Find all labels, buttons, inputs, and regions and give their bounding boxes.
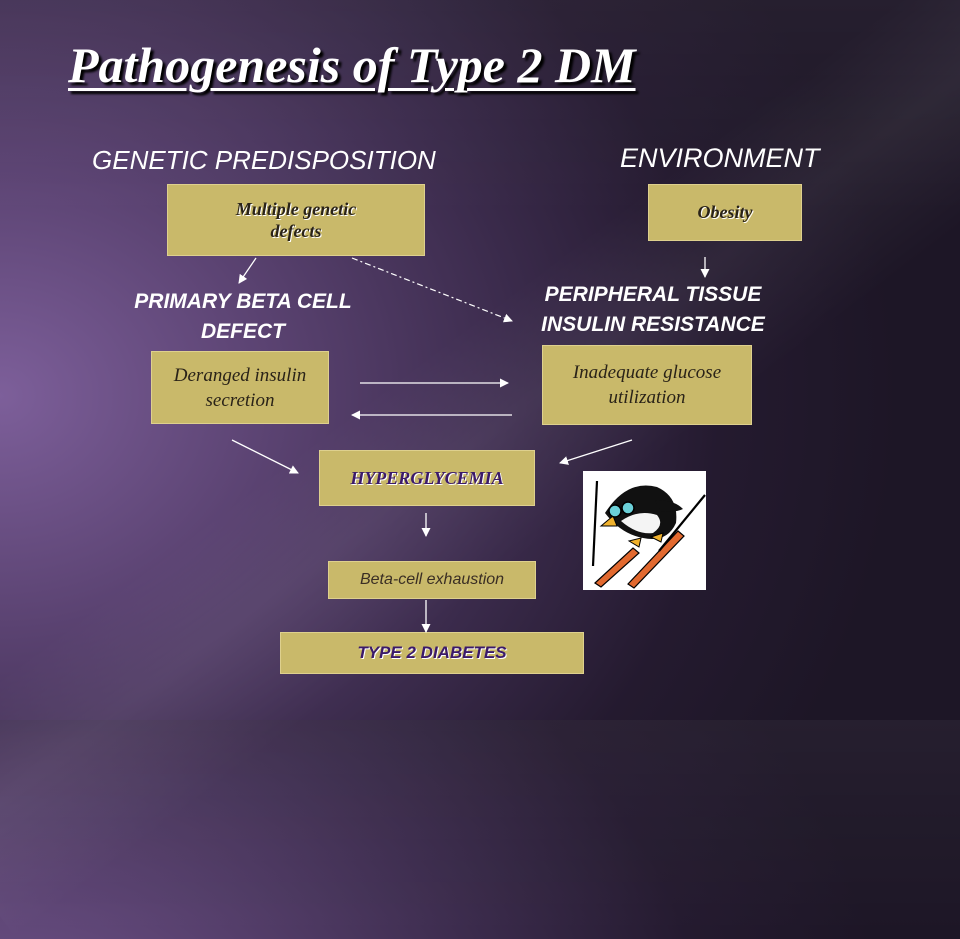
peripheral-heading-line2: INSULIN RESISTANCE <box>541 313 765 336</box>
genetic-defects-box: Multiple genetic defects <box>167 184 425 256</box>
beta-cell-exhaustion-box: Beta-cell exhaustion <box>328 561 536 599</box>
primary-beta-cell-defect-heading: PRIMARY BETA CELL DEFECT <box>88 287 398 347</box>
obesity-box: Obesity <box>648 184 802 241</box>
genetic-predisposition-heading: GENETIC PREDISPOSITION <box>92 145 436 175</box>
arrow-genetic-to-primary <box>238 257 257 284</box>
type2-label: TYPE 2 DIABETES <box>357 643 507 662</box>
peripheral-heading-line1: PERIPHERAL TISSUE <box>544 283 762 306</box>
deranged-line1: Deranged insulin <box>173 364 307 386</box>
genetic-defects-line1: Multiple genetic <box>235 199 357 219</box>
environment-heading: ENVIRONMENT <box>620 143 820 173</box>
arrow-inadequate-to-hyperglycemia <box>559 439 633 465</box>
peripheral-insulin-resistance-heading: PERIPHERAL TISSUE INSULIN RESISTANCE <box>508 280 798 340</box>
arrow-deranged-to-hyperglycemia <box>231 439 299 474</box>
flow-arrows <box>231 257 710 633</box>
arrow-genetic-to-peripheral <box>351 257 513 323</box>
hyperglycemia-label: HYPERGLYCEMIA <box>350 467 504 488</box>
deranged-insulin-box: Deranged insulin secretion <box>151 351 329 424</box>
primary-heading-line2: DEFECT <box>201 320 285 343</box>
hyperglycemia-box: HYPERGLYCEMIA <box>319 450 535 506</box>
penguin-skier-icon <box>591 480 706 589</box>
type2-diabetes-box: TYPE 2 DIABETES <box>280 632 584 674</box>
penguin-skier-image <box>583 471 706 590</box>
primary-heading-line1: PRIMARY BETA CELL <box>134 290 352 313</box>
slide-title: Pathogenesis of Type 2 DM <box>68 37 636 93</box>
obesity-label: Obesity <box>697 202 753 222</box>
deranged-line2: secretion <box>205 389 275 411</box>
inadequate-line1: Inadequate glucose <box>572 362 722 383</box>
exhaustion-label: Beta-cell exhaustion <box>359 571 505 588</box>
inadequate-line2: utilization <box>608 387 686 408</box>
genetic-defects-line2: defects <box>270 221 322 241</box>
inadequate-glucose-box: Inadequate glucose utilization <box>542 345 752 425</box>
